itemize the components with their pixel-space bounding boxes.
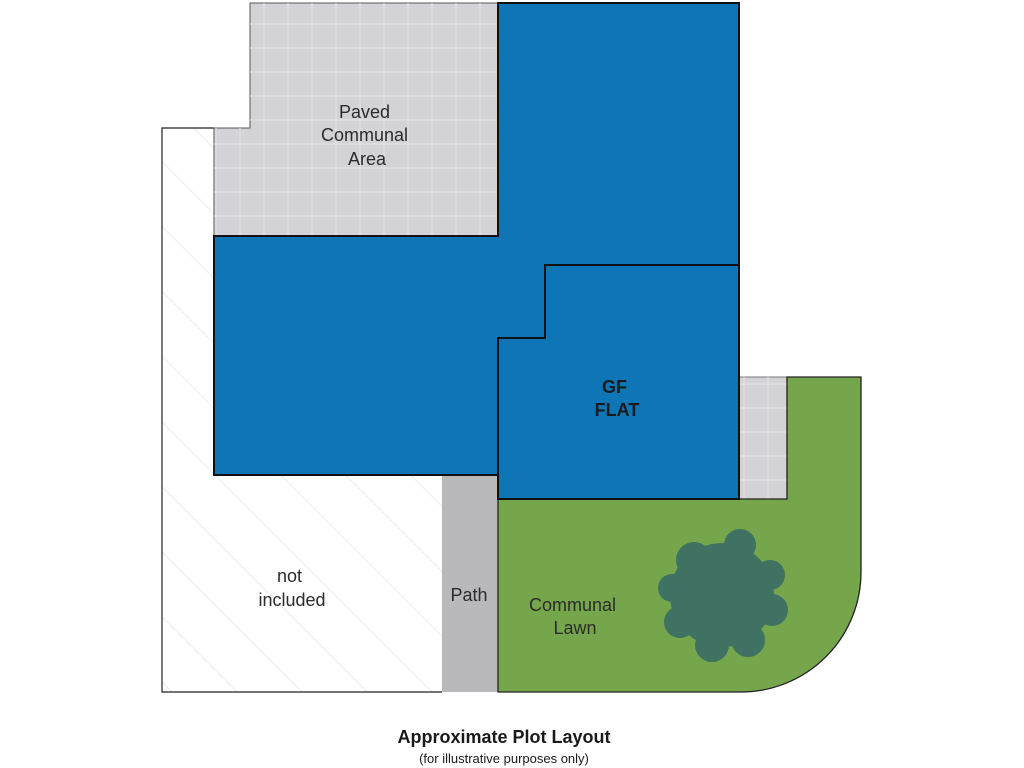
path-area <box>442 475 498 692</box>
tree-icon <box>658 529 788 662</box>
path-label: Path <box>450 585 487 605</box>
flat-label: GF FLAT <box>595 377 640 420</box>
paved-area-label: Paved Communal Area <box>321 102 413 169</box>
paved-side-strip <box>738 376 788 500</box>
caption-title: Approximate Plot Layout <box>397 727 610 747</box>
caption-subtitle: (for illustrative purposes only) <box>419 751 589 766</box>
flat-internal-outline <box>497 264 739 475</box>
not-included-label: not included <box>258 566 325 610</box>
communal-lawn-label: Communal Lawn <box>529 595 621 638</box>
